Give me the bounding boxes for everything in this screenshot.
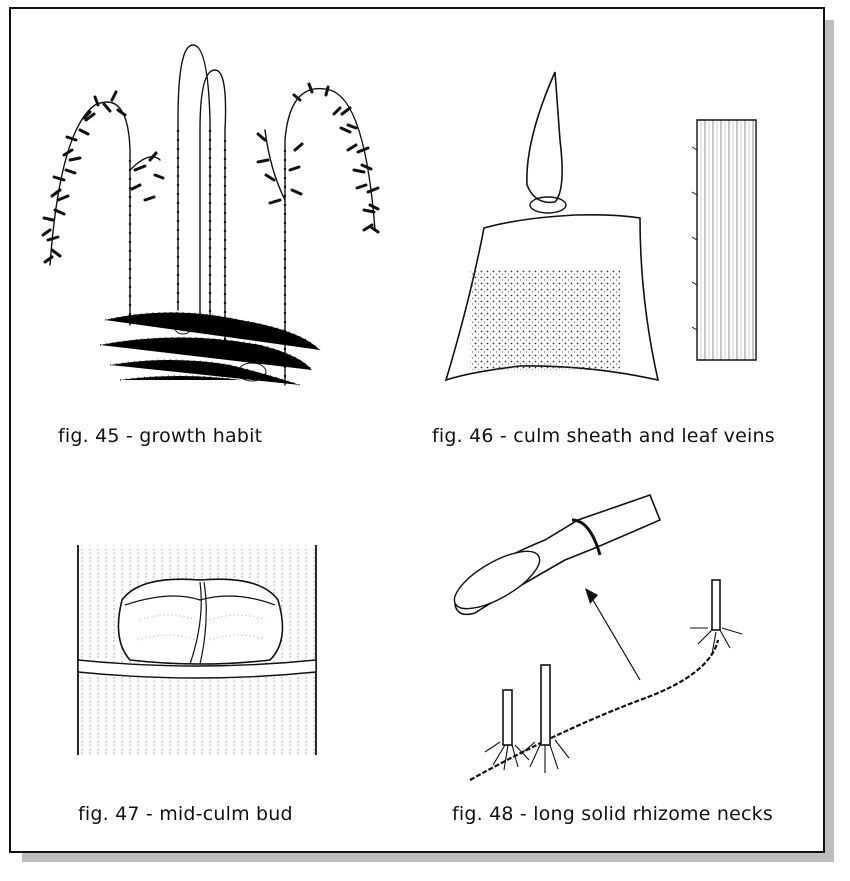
caption-fig-45: fig. 45 - growth habit: [58, 425, 263, 447]
culm-node: [77, 659, 317, 679]
ground-stipple: [99, 311, 321, 386]
straight-culm-2: [199, 69, 227, 351]
shoot-right: [711, 579, 721, 631]
pointer-arrow-head: [585, 588, 598, 604]
shoot-left-1: [502, 689, 513, 746]
long-rhizome: [469, 639, 720, 781]
caption-fig-46: fig. 46 - culm sheath and leaf veins: [432, 425, 775, 447]
root-clusters: [484, 627, 743, 773]
caption-fig-48: fig. 48 - long solid rhizome necks: [452, 803, 773, 825]
pointer-arrow-shaft: [589, 594, 641, 681]
cut-face: [453, 550, 541, 610]
caption-fig-47: fig. 47 - mid-culm bud: [78, 803, 293, 825]
leaf-vein-strip: [696, 119, 757, 361]
leaf-tufts: [41, 82, 380, 264]
sheath-blade: [526, 71, 563, 204]
leaf-edge-serrations: [691, 146, 698, 331]
shoot-left-2: [540, 664, 551, 746]
straight-culm-1: [177, 44, 211, 321]
sheath-stipple: [470, 270, 620, 370]
